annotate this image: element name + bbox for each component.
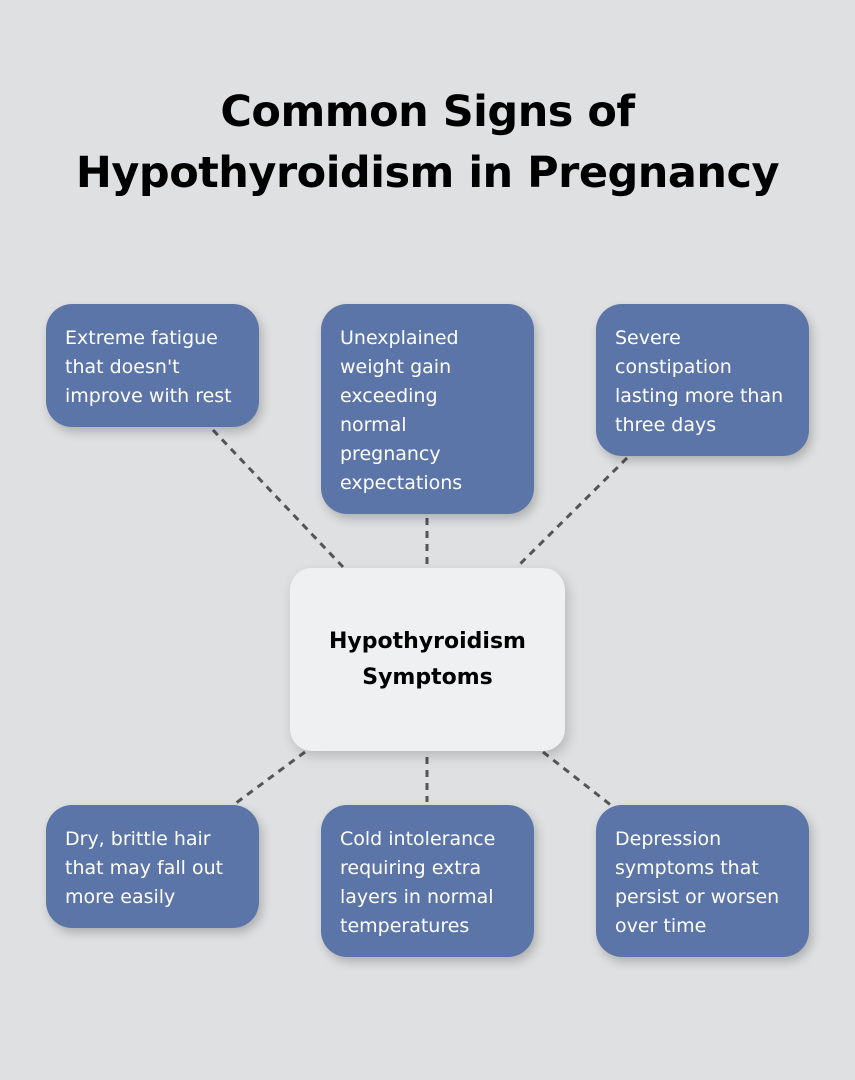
node-text-line: Severe (615, 327, 681, 349)
symptom-node-depression: Depression symptoms that persist or wors… (596, 805, 809, 957)
symptom-node-fatigue: Extreme fatigue that doesn't improve wit… (46, 304, 259, 427)
node-text-line: over time (615, 915, 707, 937)
symptom-node-weight-gain: Unexplained weight gain exceeding normal… (321, 304, 534, 514)
connector-bottom-right (542, 750, 613, 808)
node-text-line: three days (615, 414, 717, 436)
connector-top-left (211, 428, 345, 569)
symptom-node-hair: Dry, brittle hair that may fall out more… (46, 805, 259, 928)
node-text-line: pregnancy (340, 443, 441, 465)
connector-top-right (516, 456, 629, 568)
symptom-node-cold-intolerance: Cold intolerance requiring extra layers … (321, 805, 534, 957)
node-text-line: Dry, brittle hair (65, 828, 211, 850)
node-text-line: weight gain (340, 356, 452, 378)
node-text-line: layers in normal (340, 886, 494, 908)
node-text-line: more easily (65, 886, 176, 908)
page-title: Common Signs of Hypothyroidism in Pregna… (0, 82, 855, 204)
central-topic-node: Hypothyroidism Symptoms (290, 568, 565, 751)
node-text-line: lasting more than (615, 385, 784, 407)
node-text-line: Cold intolerance (340, 828, 496, 850)
title-line-2: Hypothyroidism in Pregnancy (75, 148, 780, 198)
node-text-line: Unexplained (340, 327, 459, 349)
node-text-line: Extreme fatigue (65, 327, 218, 349)
node-text-line: persist or worsen (615, 886, 780, 908)
node-text-line: Depression (615, 828, 722, 850)
node-text-line: temperatures (340, 915, 470, 937)
node-text-line: requiring extra (340, 857, 482, 879)
center-line-2: Symptoms (362, 664, 493, 690)
node-text-line: expectations (340, 472, 463, 494)
node-text-line: that may fall out (65, 857, 224, 879)
node-text-line: exceeding (340, 385, 438, 407)
node-text-line: constipation (615, 356, 732, 378)
node-text-line: symptoms that (615, 857, 759, 879)
symptom-node-constipation: Severe constipation lasting more than th… (596, 304, 809, 456)
center-line-1: Hypothyroidism (329, 628, 526, 654)
title-line-1: Common Signs of (220, 87, 635, 137)
node-text-line: that doesn't (65, 356, 180, 378)
node-text-line: improve with rest (65, 385, 232, 407)
connector-bottom-left (235, 750, 306, 805)
node-text-line: normal (340, 414, 407, 436)
